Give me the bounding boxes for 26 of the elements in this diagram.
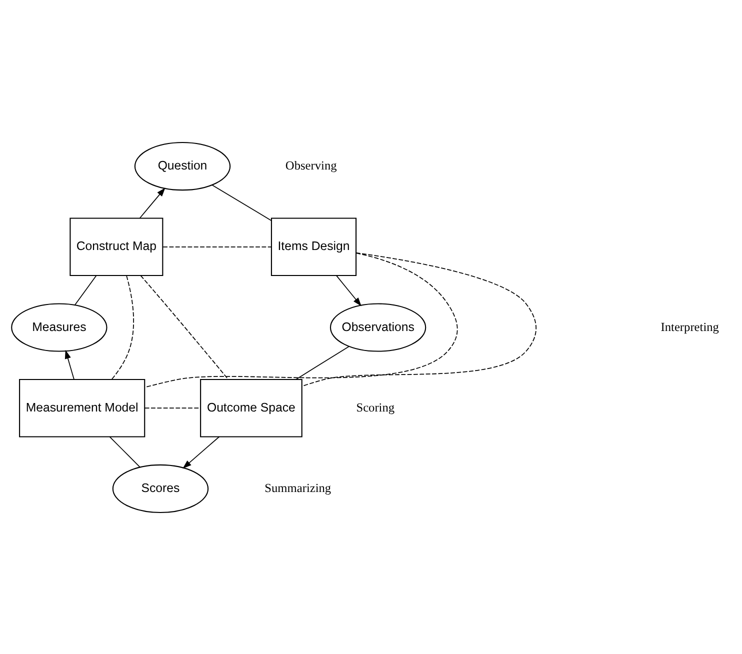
node-ellipse: Scores — [112, 464, 209, 512]
connector — [140, 274, 229, 380]
connector — [301, 252, 537, 386]
node-box: Items Design — [270, 217, 357, 276]
label: Scoring — [356, 400, 395, 414]
connector — [111, 274, 134, 380]
connector — [212, 184, 272, 221]
node-box: Construct Map — [70, 217, 164, 276]
connector — [162, 246, 272, 247]
connector — [74, 274, 97, 305]
connector — [144, 407, 201, 408]
connector — [109, 436, 140, 468]
label: Interpreting — [660, 319, 719, 334]
arrow — [336, 274, 362, 306]
label: Observing — [285, 158, 337, 172]
arrow — [140, 187, 166, 218]
arrow — [64, 349, 74, 380]
node-ellipse: Observations — [330, 302, 426, 352]
node-box: Measurement Model — [19, 378, 146, 437]
node-ellipse: Measures — [11, 302, 108, 352]
connector — [144, 252, 458, 388]
node-box: Outcome Space — [200, 378, 302, 437]
node-ellipse: Question — [134, 142, 231, 190]
label: Summarizing — [264, 480, 332, 494]
connector — [296, 346, 350, 380]
arrow — [182, 436, 220, 468]
